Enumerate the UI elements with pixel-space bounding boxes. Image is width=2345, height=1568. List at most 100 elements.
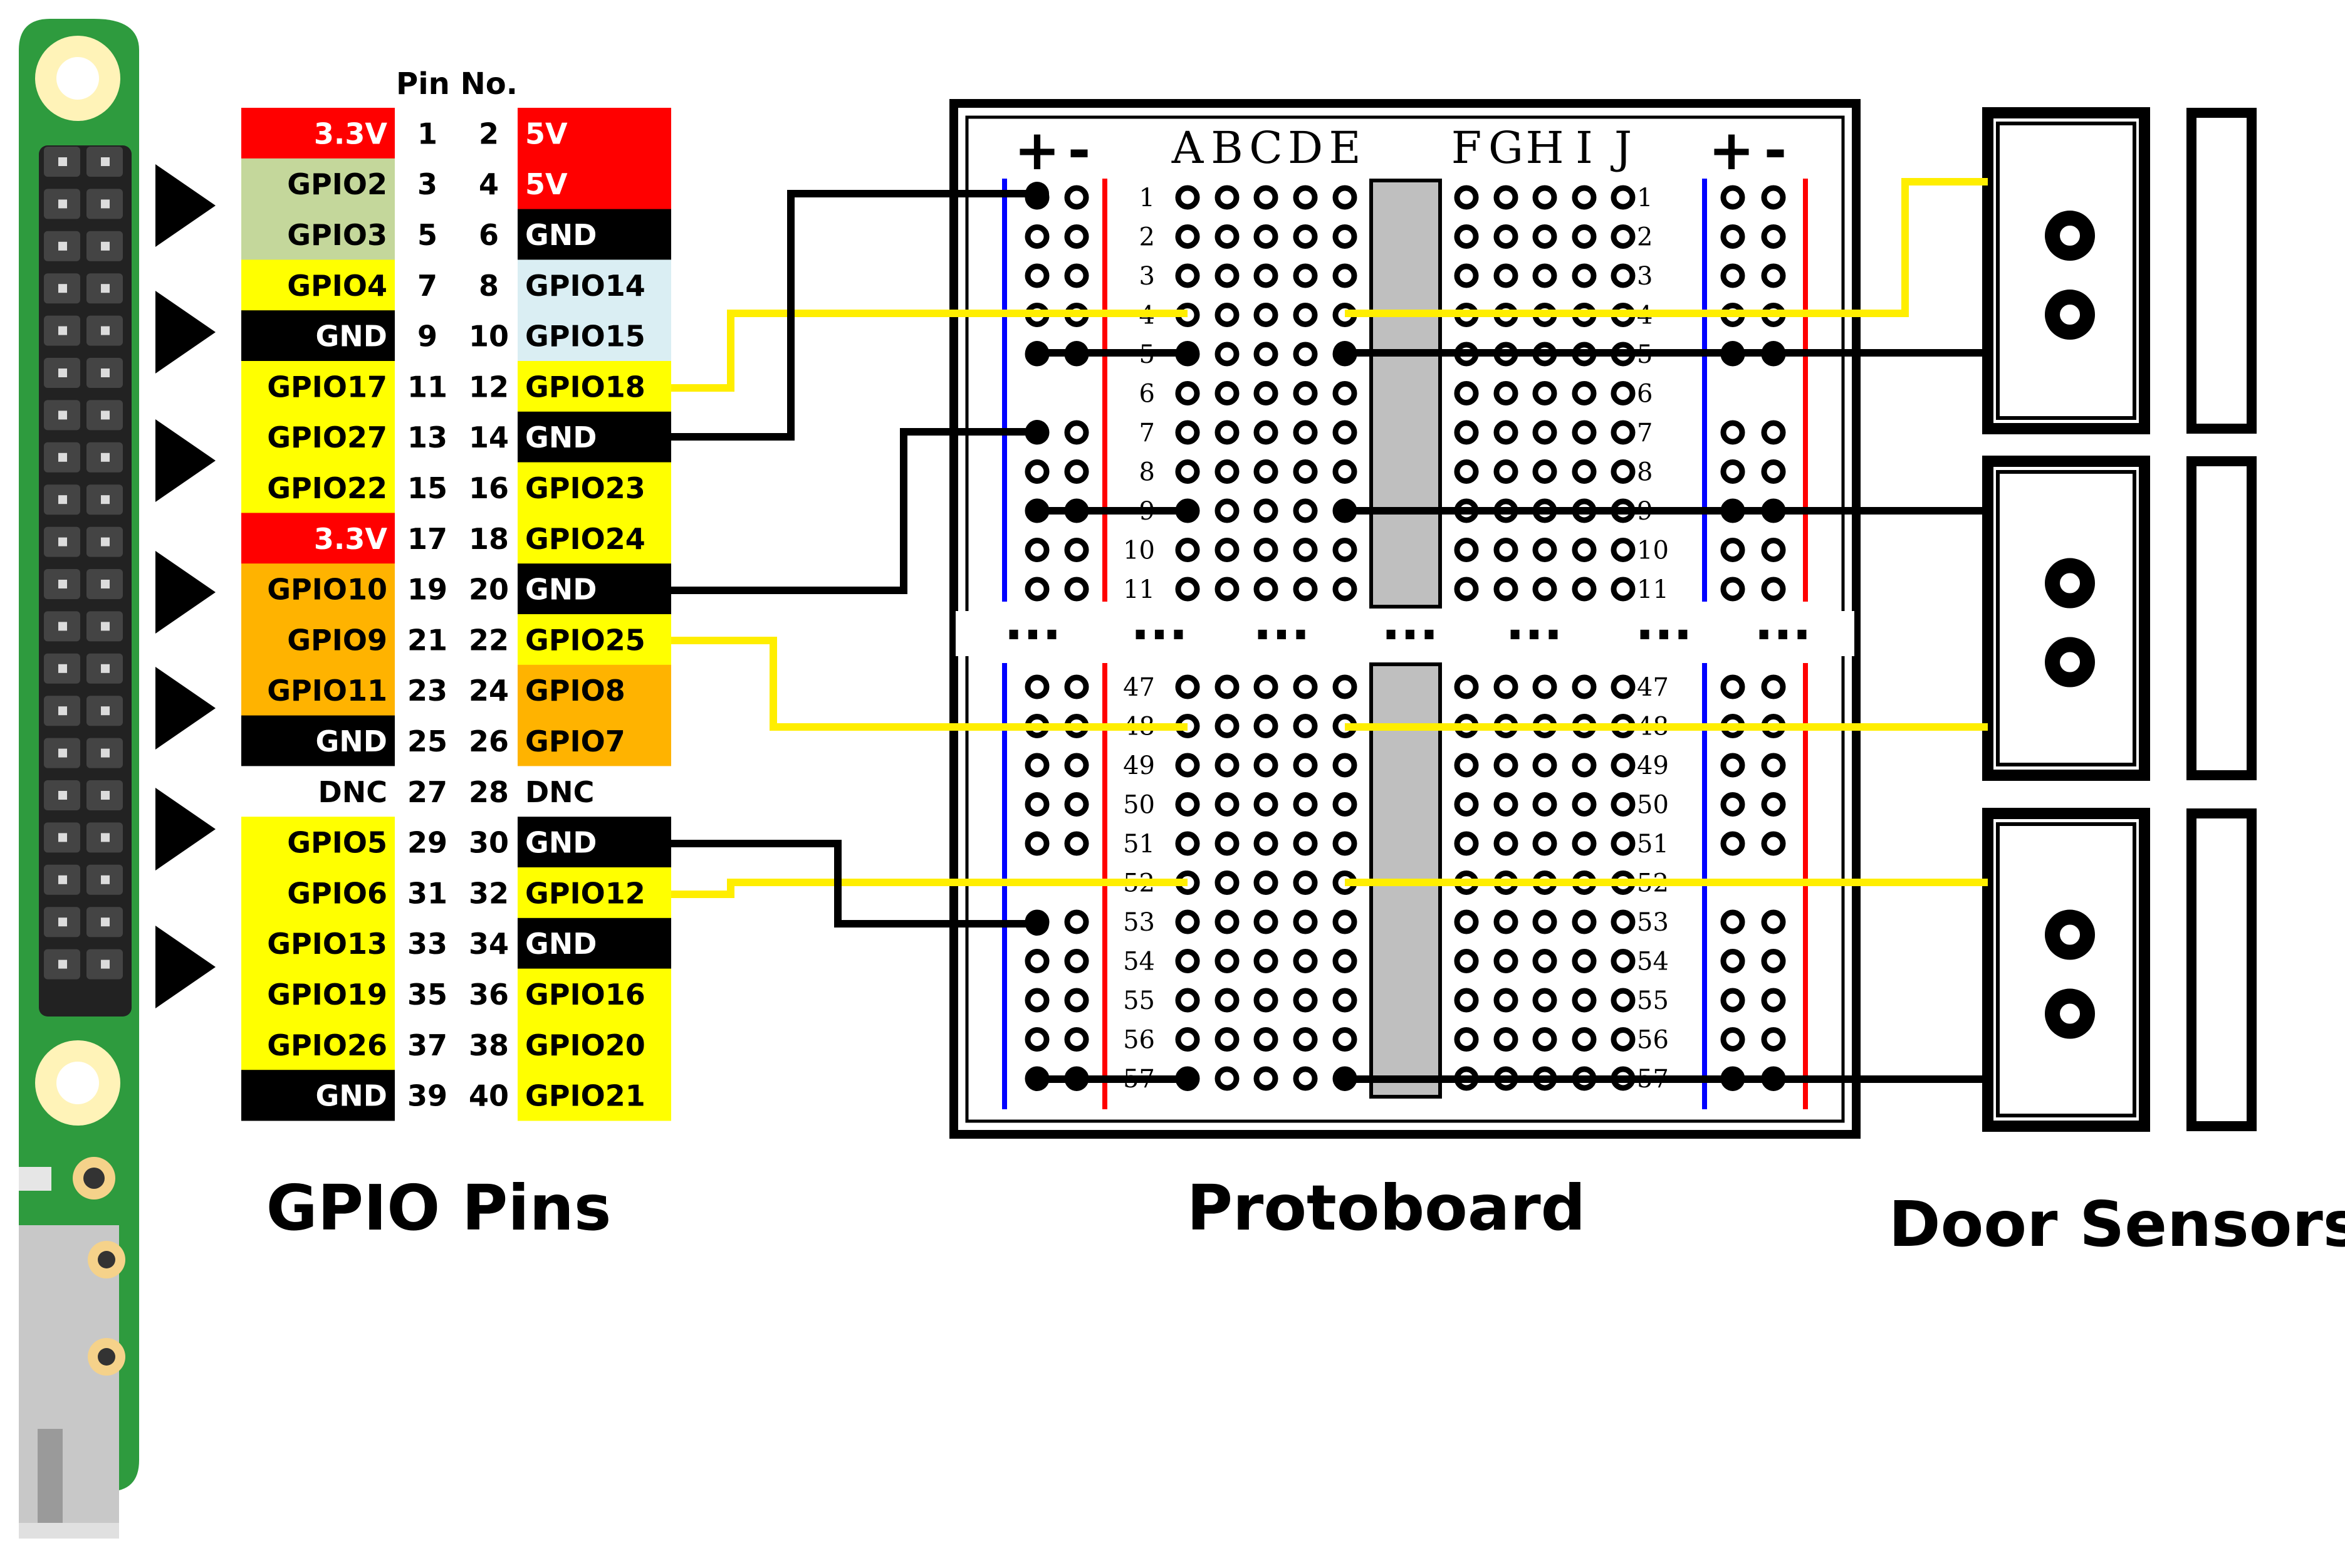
protoboard-hole bbox=[1572, 674, 1597, 699]
protoboard-hole bbox=[1493, 459, 1518, 484]
protoboard-hole bbox=[1454, 753, 1479, 778]
protoboard-hole bbox=[1493, 224, 1518, 249]
column-label: I bbox=[1575, 122, 1593, 174]
protoboard-hole bbox=[1175, 1027, 1200, 1052]
pin-number-left: 5 bbox=[417, 218, 437, 252]
row-label: 55 bbox=[1637, 986, 1669, 1015]
pin-cell-right bbox=[518, 817, 671, 868]
protoboard-hole bbox=[1611, 1027, 1636, 1052]
protoboard-hole bbox=[1064, 988, 1089, 1013]
column-label: C bbox=[1249, 122, 1283, 174]
protoboard-hole bbox=[1720, 988, 1745, 1013]
pin-cell-right bbox=[518, 209, 671, 260]
protoboard-hole bbox=[1175, 909, 1200, 934]
protoboard-hole bbox=[1214, 831, 1240, 856]
pin-number-left: 11 bbox=[407, 370, 447, 404]
row-label: 47 bbox=[1637, 673, 1669, 702]
pin-label-left: GPIO13 bbox=[267, 927, 387, 961]
protoboard-hole bbox=[1761, 909, 1786, 934]
protoboard-hole bbox=[1332, 224, 1357, 249]
pin-number-right: 22 bbox=[469, 623, 509, 657]
pin-cell-left bbox=[241, 462, 395, 513]
protoboard-hole bbox=[1532, 1027, 1557, 1052]
door-sensors-caption: Door Sensors bbox=[1889, 1188, 2345, 1261]
rail-minus-label: - bbox=[1068, 118, 1091, 182]
pin-number-left: 39 bbox=[407, 1079, 447, 1113]
protoboard-hole bbox=[1611, 224, 1636, 249]
pin-label-left: GPIO22 bbox=[267, 471, 387, 505]
protoboard-hole bbox=[1532, 988, 1557, 1013]
protoboard-hole bbox=[1761, 420, 1786, 445]
protoboard-hole bbox=[1253, 1027, 1278, 1052]
pin-number-right: 14 bbox=[469, 421, 509, 454]
protoboard-hole bbox=[1332, 263, 1357, 288]
protoboard-hole bbox=[1454, 988, 1479, 1013]
signal-wire bbox=[1345, 178, 1988, 317]
protoboard-hole bbox=[1253, 714, 1278, 738]
row-label: 11 bbox=[1123, 575, 1155, 604]
pin-number-left: 15 bbox=[407, 471, 447, 505]
protoboard-hole bbox=[1454, 224, 1479, 249]
protoboard-hole bbox=[1493, 263, 1518, 288]
protoboard-hole bbox=[1611, 988, 1636, 1013]
row-label: 51 bbox=[1637, 830, 1669, 859]
pin-number-right: 20 bbox=[469, 573, 509, 607]
protoboard-hole bbox=[1293, 674, 1318, 699]
pin-cell-right bbox=[518, 715, 671, 766]
row-label: 2 bbox=[1139, 223, 1155, 252]
pin-label-left: GPIO2 bbox=[287, 167, 387, 201]
pin-number-left: 23 bbox=[407, 674, 447, 708]
rail-plus-label: + bbox=[1708, 118, 1755, 182]
protoboard-hole bbox=[1532, 263, 1557, 288]
protoboard-hole bbox=[1332, 420, 1357, 445]
pin-cell-right bbox=[518, 310, 671, 362]
pin-number-right: 26 bbox=[469, 724, 509, 758]
wire-junction-dot bbox=[1176, 499, 1199, 523]
header-pin bbox=[101, 368, 110, 377]
wire-junction-dot bbox=[1333, 341, 1357, 365]
protoboard-hole bbox=[1493, 538, 1518, 562]
protoboard-hole bbox=[1332, 909, 1357, 934]
sensor-screw-icon bbox=[2045, 909, 2095, 960]
header-pin bbox=[58, 791, 67, 800]
ellipsis-label: ... bbox=[1004, 593, 1061, 651]
pin-label-left: GPIO27 bbox=[267, 421, 387, 454]
center-channel-upper bbox=[1369, 179, 1442, 609]
protoboard-hole bbox=[1025, 1027, 1050, 1052]
mounting-hole-top-center bbox=[56, 57, 99, 100]
wire-junction-dot bbox=[1721, 1067, 1745, 1091]
protoboard-hole bbox=[1064, 753, 1089, 778]
pin-number-right: 2 bbox=[479, 117, 499, 150]
header-pin bbox=[101, 199, 110, 209]
protoboard-hole bbox=[1761, 792, 1786, 817]
protoboard-hole bbox=[1253, 988, 1278, 1013]
protoboard-break bbox=[956, 611, 1854, 656]
protoboard-hole bbox=[1253, 263, 1278, 288]
protoboard-caption: Protoboard bbox=[1187, 1171, 1585, 1245]
protoboard-hole bbox=[1572, 538, 1597, 562]
protoboard-hole bbox=[1025, 988, 1050, 1013]
protoboard-hole bbox=[1064, 224, 1089, 249]
protoboard-hole bbox=[1025, 674, 1050, 699]
pin-label-right: GND bbox=[525, 826, 597, 860]
pin-cell-right bbox=[518, 664, 671, 716]
pin-number-left: 21 bbox=[407, 623, 447, 657]
protoboard-hole bbox=[1332, 831, 1357, 856]
column-label: F bbox=[1451, 122, 1482, 174]
protoboard-hole bbox=[1025, 577, 1050, 602]
protoboard-hole bbox=[1175, 381, 1200, 405]
header-pin bbox=[58, 410, 67, 420]
pin-label-left: GPIO6 bbox=[287, 876, 387, 910]
row-label: 8 bbox=[1139, 458, 1155, 487]
pin-label-right: GPIO12 bbox=[525, 876, 645, 910]
row-label: 54 bbox=[1123, 948, 1155, 976]
protoboard-hole bbox=[1761, 1027, 1786, 1052]
protoboard-hole bbox=[1720, 792, 1745, 817]
header-pin bbox=[101, 833, 110, 842]
pin-label-right: GPIO15 bbox=[525, 320, 645, 353]
protoboard-hole bbox=[1332, 674, 1357, 699]
row-label: 10 bbox=[1637, 536, 1669, 565]
protoboard-hole bbox=[1064, 831, 1089, 856]
protoboard-hole bbox=[1253, 1066, 1278, 1091]
protoboard-hole bbox=[1214, 303, 1240, 327]
